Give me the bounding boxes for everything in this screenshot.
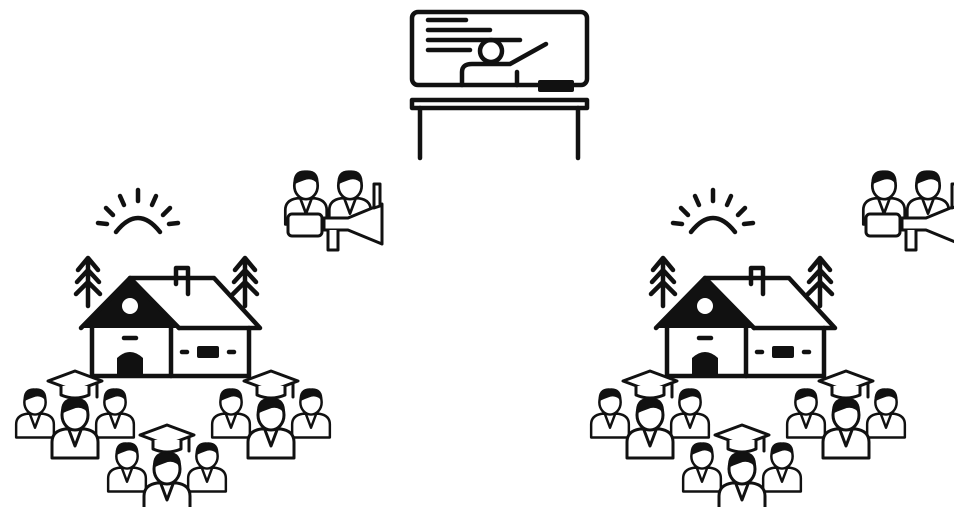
students-with-megaphone-icon-left [285, 170, 382, 250]
students-with-megaphone-icon-right [863, 170, 954, 250]
student-group-right-2 [787, 371, 905, 458]
student-group-left-2 [212, 371, 330, 458]
student-group-left-1 [16, 371, 134, 458]
house-icon-left [76, 190, 260, 376]
teacher-at-blackboard-icon [412, 12, 587, 158]
student-group-right-1 [591, 371, 709, 458]
house-icon-right [651, 190, 835, 376]
